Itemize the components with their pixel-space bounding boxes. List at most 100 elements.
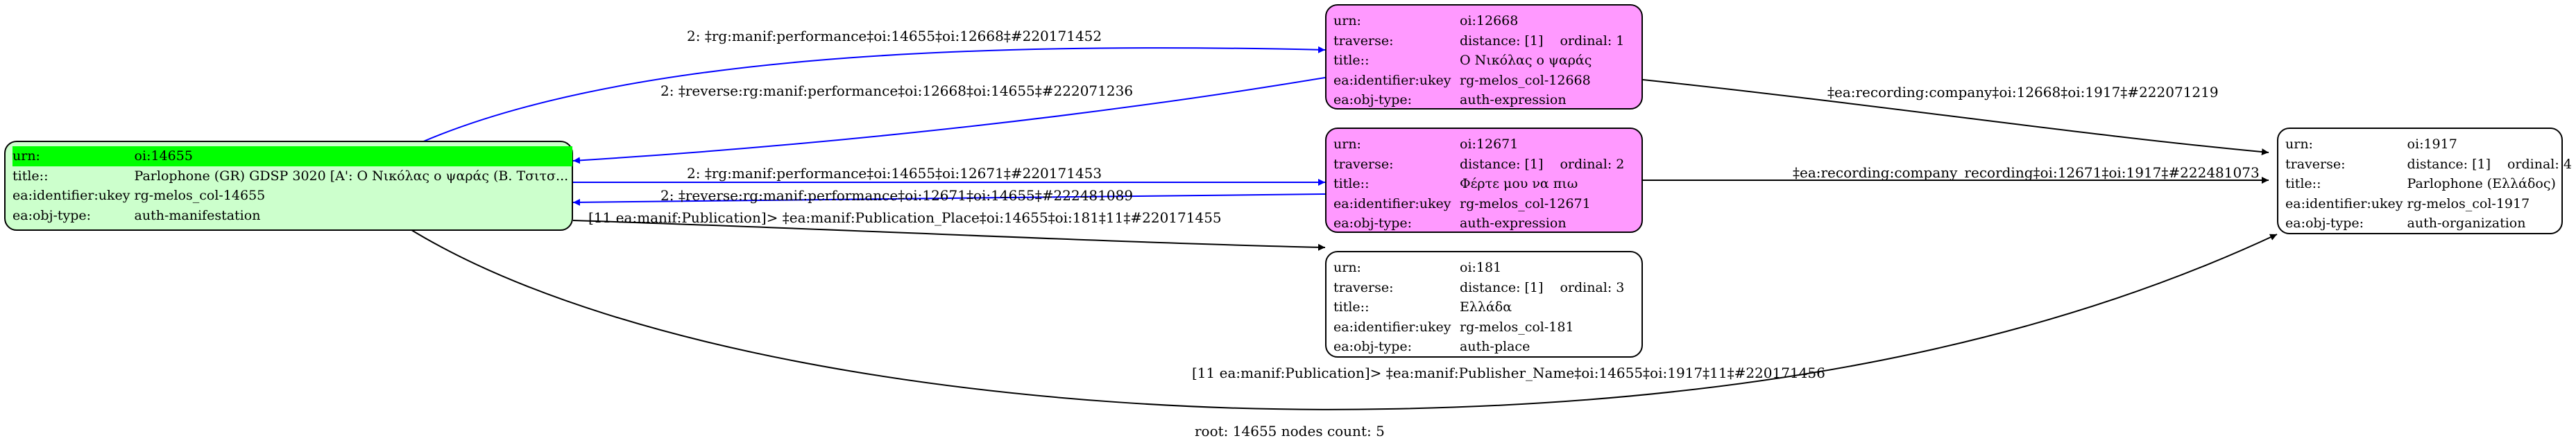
graph-footer: root: 14655 nodes count: 5	[1195, 423, 1385, 439]
node-row-obj-type: ea:obj-type: auth-expression	[1333, 90, 1628, 110]
traverse-distance: distance: [1]	[2407, 156, 2491, 172]
node-row-urn: urn: oi:12668	[1333, 11, 1628, 31]
edge-label-performance-12668: 2: ‡rg:manif:performance‡oi:14655‡oi:126…	[687, 28, 1102, 44]
row-value: oi:14655	[134, 146, 573, 166]
traverse-distance: distance: [1]	[1460, 279, 1544, 295]
row-value: oi:181	[1460, 260, 1502, 275]
row-key: traverse:	[1333, 156, 1394, 172]
row-key: ea:identifier:ukey	[2285, 195, 2403, 211]
row-key: urn:	[1333, 13, 1361, 28]
edge-label-recording-company: ‡ea:recording:company‡oi:12668‡oi:1917‡#…	[1827, 84, 2219, 101]
edge-label-reverse-12668: 2: ‡reverse:rg:manif:performance‡oi:1266…	[660, 82, 1134, 99]
row-value: auth-expression	[1460, 92, 1567, 108]
row-key: ea:identifier:ukey	[1333, 195, 1451, 211]
row-key: title::	[1333, 176, 1370, 192]
row-value: distance: [1] ordinal: 1	[1460, 31, 1628, 51]
node-row-urn: urn: oi:1917	[2285, 134, 2576, 155]
node-row-ukey: ea:identifier:ukey rg-melos_col-12671	[1333, 194, 1628, 214]
row-value: Ελλάδα	[1460, 299, 1512, 315]
edge-label-publication-place: [11 ea:manif:Publication]> ‡ea:manif:Pub…	[588, 209, 1222, 226]
row-key: urn:	[1333, 260, 1361, 275]
traverse-ordinal: ordinal: 3	[1560, 279, 1625, 295]
edge-recording-company	[1642, 79, 2269, 156]
row-key: title::	[1333, 53, 1370, 69]
row-key: ea:obj-type:	[1333, 92, 1413, 108]
node-row-ukey: ea:identifier:ukey rg-melos_col-14655	[12, 186, 572, 206]
row-key: traverse:	[1333, 279, 1394, 295]
row-value: rg-melos_col-14655	[134, 188, 266, 204]
node-row-obj-type: ea:obj-type: auth-manifestation	[12, 206, 572, 226]
node-row-obj-type: ea:obj-type: auth-expression	[1333, 213, 1628, 234]
node-row-title: title:: Ο Νικόλας ο ψαράς	[1333, 51, 1628, 71]
edge-label-reverse-12671: 2: ‡reverse:rg:manif:performance‡oi:1267…	[660, 187, 1134, 204]
node-organization-1917[interactable]: urn: oi:1917 traverse: distance: [1] ordi…	[2277, 128, 2572, 234]
row-value: rg-melos_col-12671	[1460, 195, 1591, 211]
row-key: ea:obj-type:	[12, 207, 92, 223]
node-row-title: title:: Parlophone (Ελλάδος)	[2285, 174, 2576, 194]
row-value: Parlophone (GR) GDSP 3020 [A': Ο Νικόλας…	[134, 168, 569, 184]
row-value: auth-expression	[1460, 216, 1567, 232]
row-key: title::	[1333, 299, 1370, 315]
traverse-ordinal: ordinal: 2	[1560, 156, 1625, 172]
traverse-ordinal: ordinal: 4	[2507, 156, 2572, 172]
node-row-obj-type: ea:obj-type: auth-organization	[2285, 213, 2576, 234]
node-row-obj-type: ea:obj-type: auth-place	[1333, 337, 1628, 357]
node-row-traverse: traverse: distance: [1] ordinal: 3	[1333, 278, 1628, 298]
row-value: oi:1917	[2407, 137, 2457, 152]
node-row-urn: urn: oi:12671	[1333, 134, 1628, 155]
row-key: traverse:	[1333, 33, 1394, 49]
edge-label-performance-12671: 2: ‡rg:manif:performance‡oi:14655‡oi:126…	[687, 165, 1102, 182]
edge-publication-place	[572, 220, 1326, 251]
node-manifestation-14655[interactable]: urn: oi:14655 title:: Parlophone (GR) GD…	[4, 141, 573, 231]
node-place-181[interactable]: urn: oi:181 traverse: distance: [1] ordin…	[1325, 251, 1643, 358]
row-key: traverse:	[2285, 156, 2346, 172]
row-key: urn:	[1333, 137, 1361, 152]
node-row-urn: urn: oi:14655	[12, 146, 573, 166]
edge-label-publisher-name: [11 ea:manif:Publication]> ‡ea:manif:Pub…	[1192, 365, 1825, 381]
node-row-traverse: traverse: distance: [1] ordinal: 2	[1333, 155, 1628, 175]
row-key: ea:obj-type:	[1333, 339, 1413, 355]
row-value: oi:12668	[1460, 13, 1519, 28]
node-expression-12668[interactable]: urn: oi:12668 traverse: distance: [1] ord…	[1325, 4, 1643, 110]
traverse-distance: distance: [1]	[1460, 33, 1544, 49]
row-key: ea:identifier:ukey	[1333, 72, 1451, 88]
edge-performance-12668	[421, 46, 1326, 143]
node-row-urn: urn: oi:181	[1333, 258, 1628, 278]
row-value: distance: [1] ordinal: 3	[1460, 278, 1628, 298]
edge-publisher-name	[409, 228, 2278, 410]
row-value: auth-place	[1460, 339, 1530, 355]
node-row-title: title:: Ελλάδα	[1333, 297, 1628, 317]
traverse-distance: distance: [1]	[1460, 156, 1544, 172]
row-value: auth-organization	[2407, 216, 2526, 232]
row-key: ea:identifier:ukey	[12, 188, 130, 204]
node-row-ukey: ea:identifier:ukey rg-melos_col-1917	[2285, 194, 2576, 214]
row-value: auth-manifestation	[134, 207, 261, 223]
traverse-ordinal: ordinal: 1	[1560, 33, 1625, 49]
node-row-traverse: traverse: distance: [1] ordinal: 4	[2285, 155, 2576, 175]
row-value: rg-melos_col-12668	[1460, 72, 1591, 88]
node-row-ukey: ea:identifier:ukey rg-melos_col-181	[1333, 317, 1628, 338]
node-expression-12671[interactable]: urn: oi:12671 traverse: distance: [1] ord…	[1325, 128, 1643, 233]
edge-label-company-recording: ‡ea:recording:company_recording‡oi:12671…	[1793, 164, 2260, 181]
row-key: urn:	[12, 146, 135, 166]
row-value: rg-melos_col-1917	[2407, 195, 2530, 211]
row-key: urn:	[2285, 137, 2313, 152]
row-value: oi:12671	[1460, 137, 1519, 152]
row-value: Ο Νικόλας ο ψαράς	[1460, 53, 1592, 69]
row-value: rg-melos_col-181	[1460, 319, 1574, 335]
row-key: ea:identifier:ukey	[1333, 319, 1451, 335]
node-row-title: title:: Φέρτε μου να πιω	[1333, 174, 1628, 194]
row-key: title::	[2285, 176, 2321, 192]
row-key: title::	[12, 168, 49, 184]
row-value: Parlophone (Ελλάδος)	[2407, 176, 2556, 192]
row-key: ea:obj-type:	[1333, 216, 1413, 232]
node-row-ukey: ea:identifier:ukey rg-melos_col-12668	[1333, 71, 1628, 91]
row-value: distance: [1] ordinal: 2	[1460, 155, 1628, 175]
node-row-traverse: traverse: distance: [1] ordinal: 1	[1333, 31, 1628, 51]
node-row-title: title:: Parlophone (GR) GDSP 3020 [A': Ο…	[12, 166, 572, 186]
row-value: Φέρτε μου να πιω	[1460, 176, 1578, 192]
edge-reverse-12668	[572, 77, 1326, 164]
row-key: ea:obj-type:	[2285, 216, 2364, 232]
row-value: distance: [1] ordinal: 4	[2407, 155, 2576, 175]
